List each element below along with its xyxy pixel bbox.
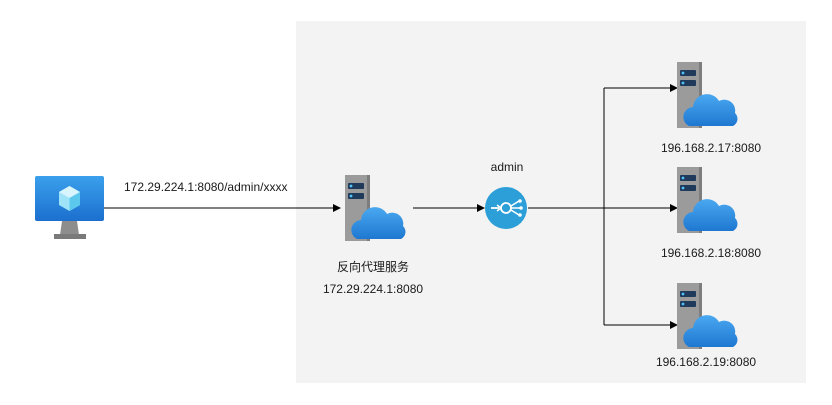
backend-1-address: 196.168.2.17:8080 [660,141,762,155]
proxy-address-label: 172.29.224.1:8080 [322,282,424,296]
backend-server-2-icon[interactable] [677,167,738,233]
backend-server-3-icon[interactable] [677,283,738,349]
request-url-label: 172.29.224.1:8080/admin/xxxx [124,180,288,194]
load-balancer-icon[interactable] [485,187,527,229]
proxy-name-label: 反向代理服务 [336,260,410,274]
proxy-server-cloud-icon[interactable] [345,175,406,241]
backend-3-address: 196.168.2.19:8080 [655,355,757,369]
azure-virtual-machine-monitor-icon[interactable] [35,176,104,239]
backend-2-address: 196.168.2.18:8080 [660,246,762,260]
backend-server-1-icon[interactable] [677,62,738,128]
balancer-label: admin [490,160,524,174]
